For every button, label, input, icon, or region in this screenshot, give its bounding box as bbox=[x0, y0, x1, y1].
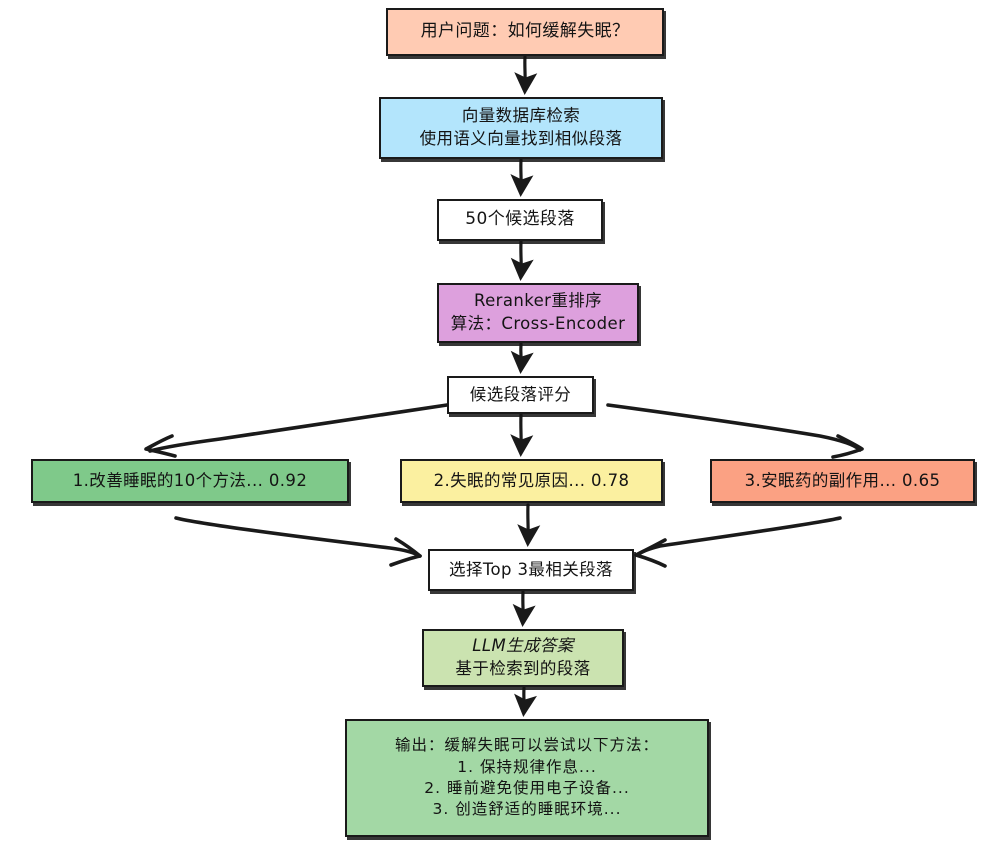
node-final-output-line3: 2. 睡前避免使用电子设备... bbox=[424, 779, 630, 797]
node-select-top3-line1: 选择Top 3最相关段落 bbox=[449, 559, 613, 579]
node-select-top3[interactable]: 选择Top 3最相关段落 bbox=[428, 549, 634, 591]
node-passage-3-label: 3.安眠药的副作用... 0.65 bbox=[744, 470, 941, 490]
edge-passage1-to-top3 bbox=[174, 516, 422, 567]
node-passage-2-label: 2.失眠的常见原因... 0.78 bbox=[433, 470, 630, 490]
node-candidate-passages-count[interactable]: 50个候选段落 bbox=[437, 199, 603, 241]
node-final-output-line1: 输出：缓解失眠可以尝试以下方法： bbox=[394, 736, 659, 755]
node-llm-generate-answer-line2: 基于检索到的段落 bbox=[455, 659, 591, 678]
node-user-question[interactable]: 用户问题：如何缓解失眠？ bbox=[386, 8, 664, 56]
node-candidate-scoring[interactable]: 候选段落评分 bbox=[447, 376, 594, 414]
edge-scoring-to-passage3 bbox=[606, 403, 864, 459]
node-reranker[interactable]: Reranker重排序 算法：Cross-Encoder bbox=[437, 283, 639, 343]
node-passage-1-label: 1.改善睡眠的10个方法... 0.92 bbox=[72, 470, 308, 490]
node-final-output[interactable]: 输出：缓解失眠可以尝试以下方法： 1. 保持规律作息... 2. 睡前避免使用电… bbox=[345, 719, 709, 837]
node-user-question-line1: 用户问题：如何缓解失眠？ bbox=[420, 21, 630, 42]
node-final-output-line2: 1. 保持规律作息... bbox=[457, 757, 597, 776]
node-vector-db-retrieval-line1: 向量数据库检索 bbox=[461, 106, 581, 126]
edge-passage3-to-top3 bbox=[634, 516, 842, 568]
node-llm-generate-answer-line1: LLM生成答案 bbox=[472, 636, 574, 656]
node-vector-db-retrieval[interactable]: 向量数据库检索 使用语义向量找到相似段落 bbox=[379, 97, 663, 159]
node-reranker-line1: Reranker重排序 bbox=[473, 291, 603, 311]
node-final-output-line4: 3. 创造舒适的睡眠环境... bbox=[432, 800, 622, 819]
node-passage-3[interactable]: 3.安眠药的副作用... 0.65 bbox=[710, 459, 975, 503]
edge-scoring-to-passage1 bbox=[144, 403, 449, 458]
node-vector-db-retrieval-line2: 使用语义向量找到相似段落 bbox=[419, 129, 623, 148]
node-candidate-passages-count-line1: 50个候选段落 bbox=[465, 209, 575, 230]
node-reranker-line2: 算法：Cross-Encoder bbox=[450, 314, 626, 333]
node-candidate-scoring-line1: 候选段落评分 bbox=[469, 384, 572, 404]
node-passage-1[interactable]: 1.改善睡眠的10个方法... 0.92 bbox=[31, 459, 349, 503]
node-llm-generate-answer[interactable]: LLM生成答案 基于检索到的段落 bbox=[422, 629, 624, 687]
node-passage-2[interactable]: 2.失眠的常见原因... 0.78 bbox=[400, 459, 663, 503]
